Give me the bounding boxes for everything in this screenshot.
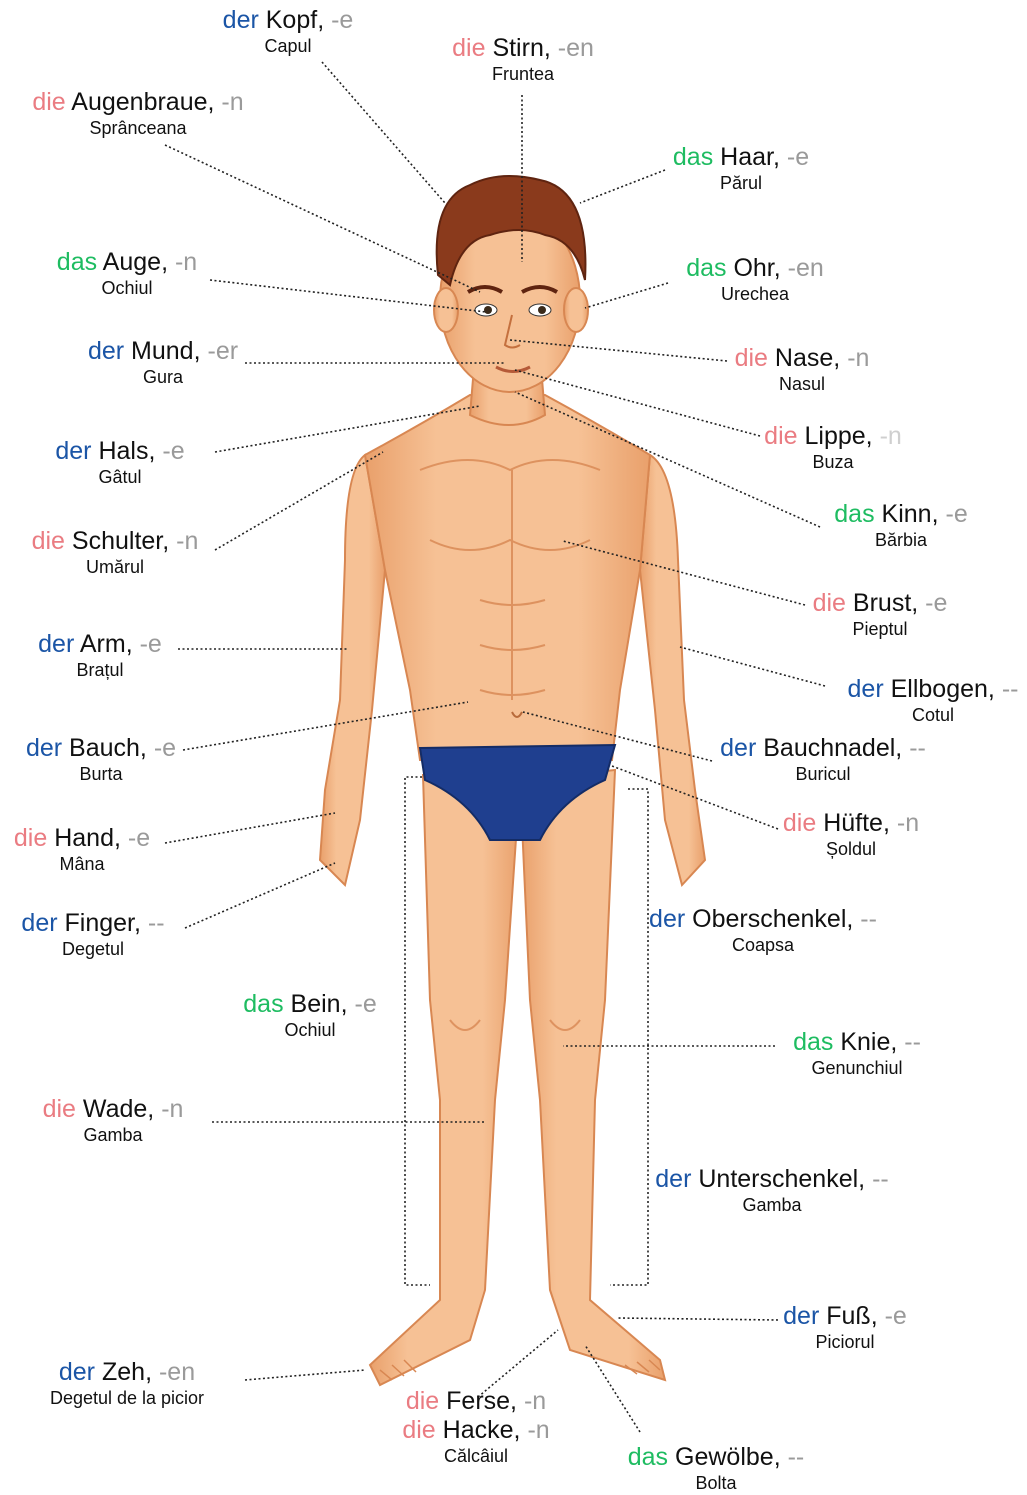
label-wade: die Wade, -n Gamba bbox=[43, 1095, 184, 1146]
label-ohr: das Ohr, -en Urechea bbox=[686, 254, 824, 305]
label-ellbogen: der Ellbogen, -- Cotul bbox=[848, 675, 1019, 726]
label-brust: die Brust, -e Pieptul bbox=[813, 589, 948, 640]
label-gewoelbe: das Gewölbe, -- Bolta bbox=[628, 1443, 805, 1494]
label-nase: die Nase, -n Nasul bbox=[735, 344, 870, 395]
label-ferse-hacke: die Ferse, -n die Hacke, -n Călcâiul bbox=[402, 1387, 549, 1467]
label-auge: das Auge, -n Ochiul bbox=[57, 248, 197, 299]
left-leg bbox=[370, 775, 520, 1385]
label-hals: der Hals, -e Gâtul bbox=[55, 437, 184, 488]
label-lippe: die Lippe, -n Buza bbox=[764, 422, 902, 473]
label-finger: der Finger, -- Degetul bbox=[21, 909, 164, 960]
label-unterschenkel: der Unterschenkel, -- Gamba bbox=[655, 1165, 888, 1216]
label-oberschenkel: der Oberschenkel, -- Coapsa bbox=[649, 905, 877, 956]
right-leg bbox=[520, 770, 665, 1380]
label-kopf: der Kopf, -e Capul bbox=[223, 6, 354, 57]
label-zeh: der Zeh, -en Degetul de la picior bbox=[50, 1358, 204, 1409]
label-haar: das Haar, -e Părul bbox=[673, 143, 809, 194]
label-knie: das Knie, -- Genunchiul bbox=[793, 1028, 921, 1079]
label-bauch: der Bauch, -e Burta bbox=[26, 734, 176, 785]
label-hand: die Hand, -e Mâna bbox=[14, 824, 150, 875]
label-bein: das Bein, -e Ochiul bbox=[243, 990, 376, 1041]
label-mund: der Mund, -er Gura bbox=[88, 337, 238, 388]
label-augenbraue: die Augenbraue, -n Sprânceana bbox=[32, 88, 243, 139]
left-ear bbox=[434, 288, 458, 332]
label-bauchnadel: der Bauchnadel, -- Buricul bbox=[720, 734, 926, 785]
label-arm: der Arm, -e Brațul bbox=[38, 630, 162, 681]
torso bbox=[365, 395, 650, 760]
label-huefte: die Hüfte, -n Șoldul bbox=[783, 809, 919, 860]
label-kinn: das Kinn, -e Bărbia bbox=[834, 500, 967, 551]
right-arm bbox=[640, 455, 705, 885]
label-schulter: die Schulter, -n Umărul bbox=[32, 527, 199, 578]
label-stirn: die Stirn, -en Fruntea bbox=[452, 34, 594, 85]
right-ear bbox=[564, 288, 588, 332]
label-fuss: der Fuß, -e Piciorul bbox=[783, 1302, 907, 1353]
